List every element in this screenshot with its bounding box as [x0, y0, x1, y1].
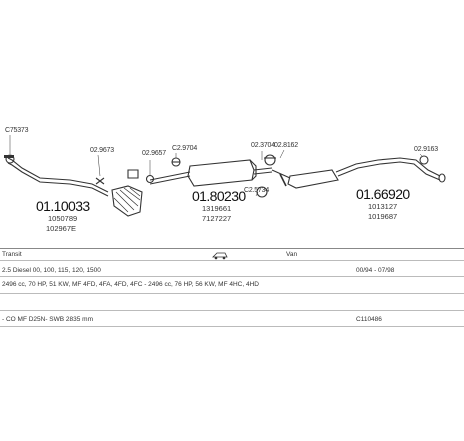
engine-cell: 2.5 Diesel 00, 100, 115, 120, 1500: [2, 267, 101, 274]
part-ref: 1019687: [368, 212, 398, 221]
chassis-cell: - CO MF D25N- SWB 2835 mm: [2, 316, 94, 323]
clamp-ring-icon: [264, 154, 276, 166]
rubber-mount-icon: [256, 186, 268, 198]
hanger-rear-icon: [419, 155, 429, 165]
code-cell: C110486: [356, 316, 382, 323]
front-pipe: [7, 157, 109, 193]
callout-label: C75373: [5, 127, 29, 134]
part-ref: 102967E: [46, 224, 77, 233]
callout-label: 02.9673: [90, 147, 114, 154]
callout-label: 02.3704: [251, 142, 275, 149]
car-icon: [212, 250, 228, 263]
specs-cell: 2496 cc, 70 HP, 51 KW, MF 4FD, 4FA, 4FD,…: [2, 281, 259, 288]
body-type-cell: Van: [286, 251, 298, 258]
callout-label: C2.9704: [172, 145, 198, 152]
part-number: 01.10033: [36, 198, 90, 214]
intermediate-pipe: [149, 171, 191, 181]
callout-label: 02.8162: [274, 142, 298, 149]
part-number: 01.80230: [192, 188, 246, 204]
part-ref: 7127227: [202, 214, 232, 223]
part-ref: 1013127: [368, 202, 398, 211]
center-muffler: [187, 159, 255, 187]
part-number: 01.66920: [356, 186, 410, 202]
callout-label: C2.5734: [244, 187, 270, 194]
callout-label: 02.9163: [414, 146, 438, 153]
model-cell: Transit: [2, 251, 22, 258]
clamp-icon: [127, 169, 139, 179]
tail-pipe: [335, 157, 441, 177]
callout-label: 02.9657: [142, 150, 166, 157]
rear-muffler: [287, 169, 339, 189]
exhaust-drawing: [4, 135, 446, 217]
dates-cell: 00/94 - 07/98: [356, 267, 395, 274]
tail-outlet-icon: [438, 173, 446, 183]
exhaust-system-diagram: C75373 02.9673 02.9657 C2.9704 02.3704 0…: [4, 127, 446, 233]
part-ref: 1050789: [48, 214, 78, 223]
flex-pipe: [111, 185, 143, 217]
part-ref: 1319661: [202, 204, 232, 213]
